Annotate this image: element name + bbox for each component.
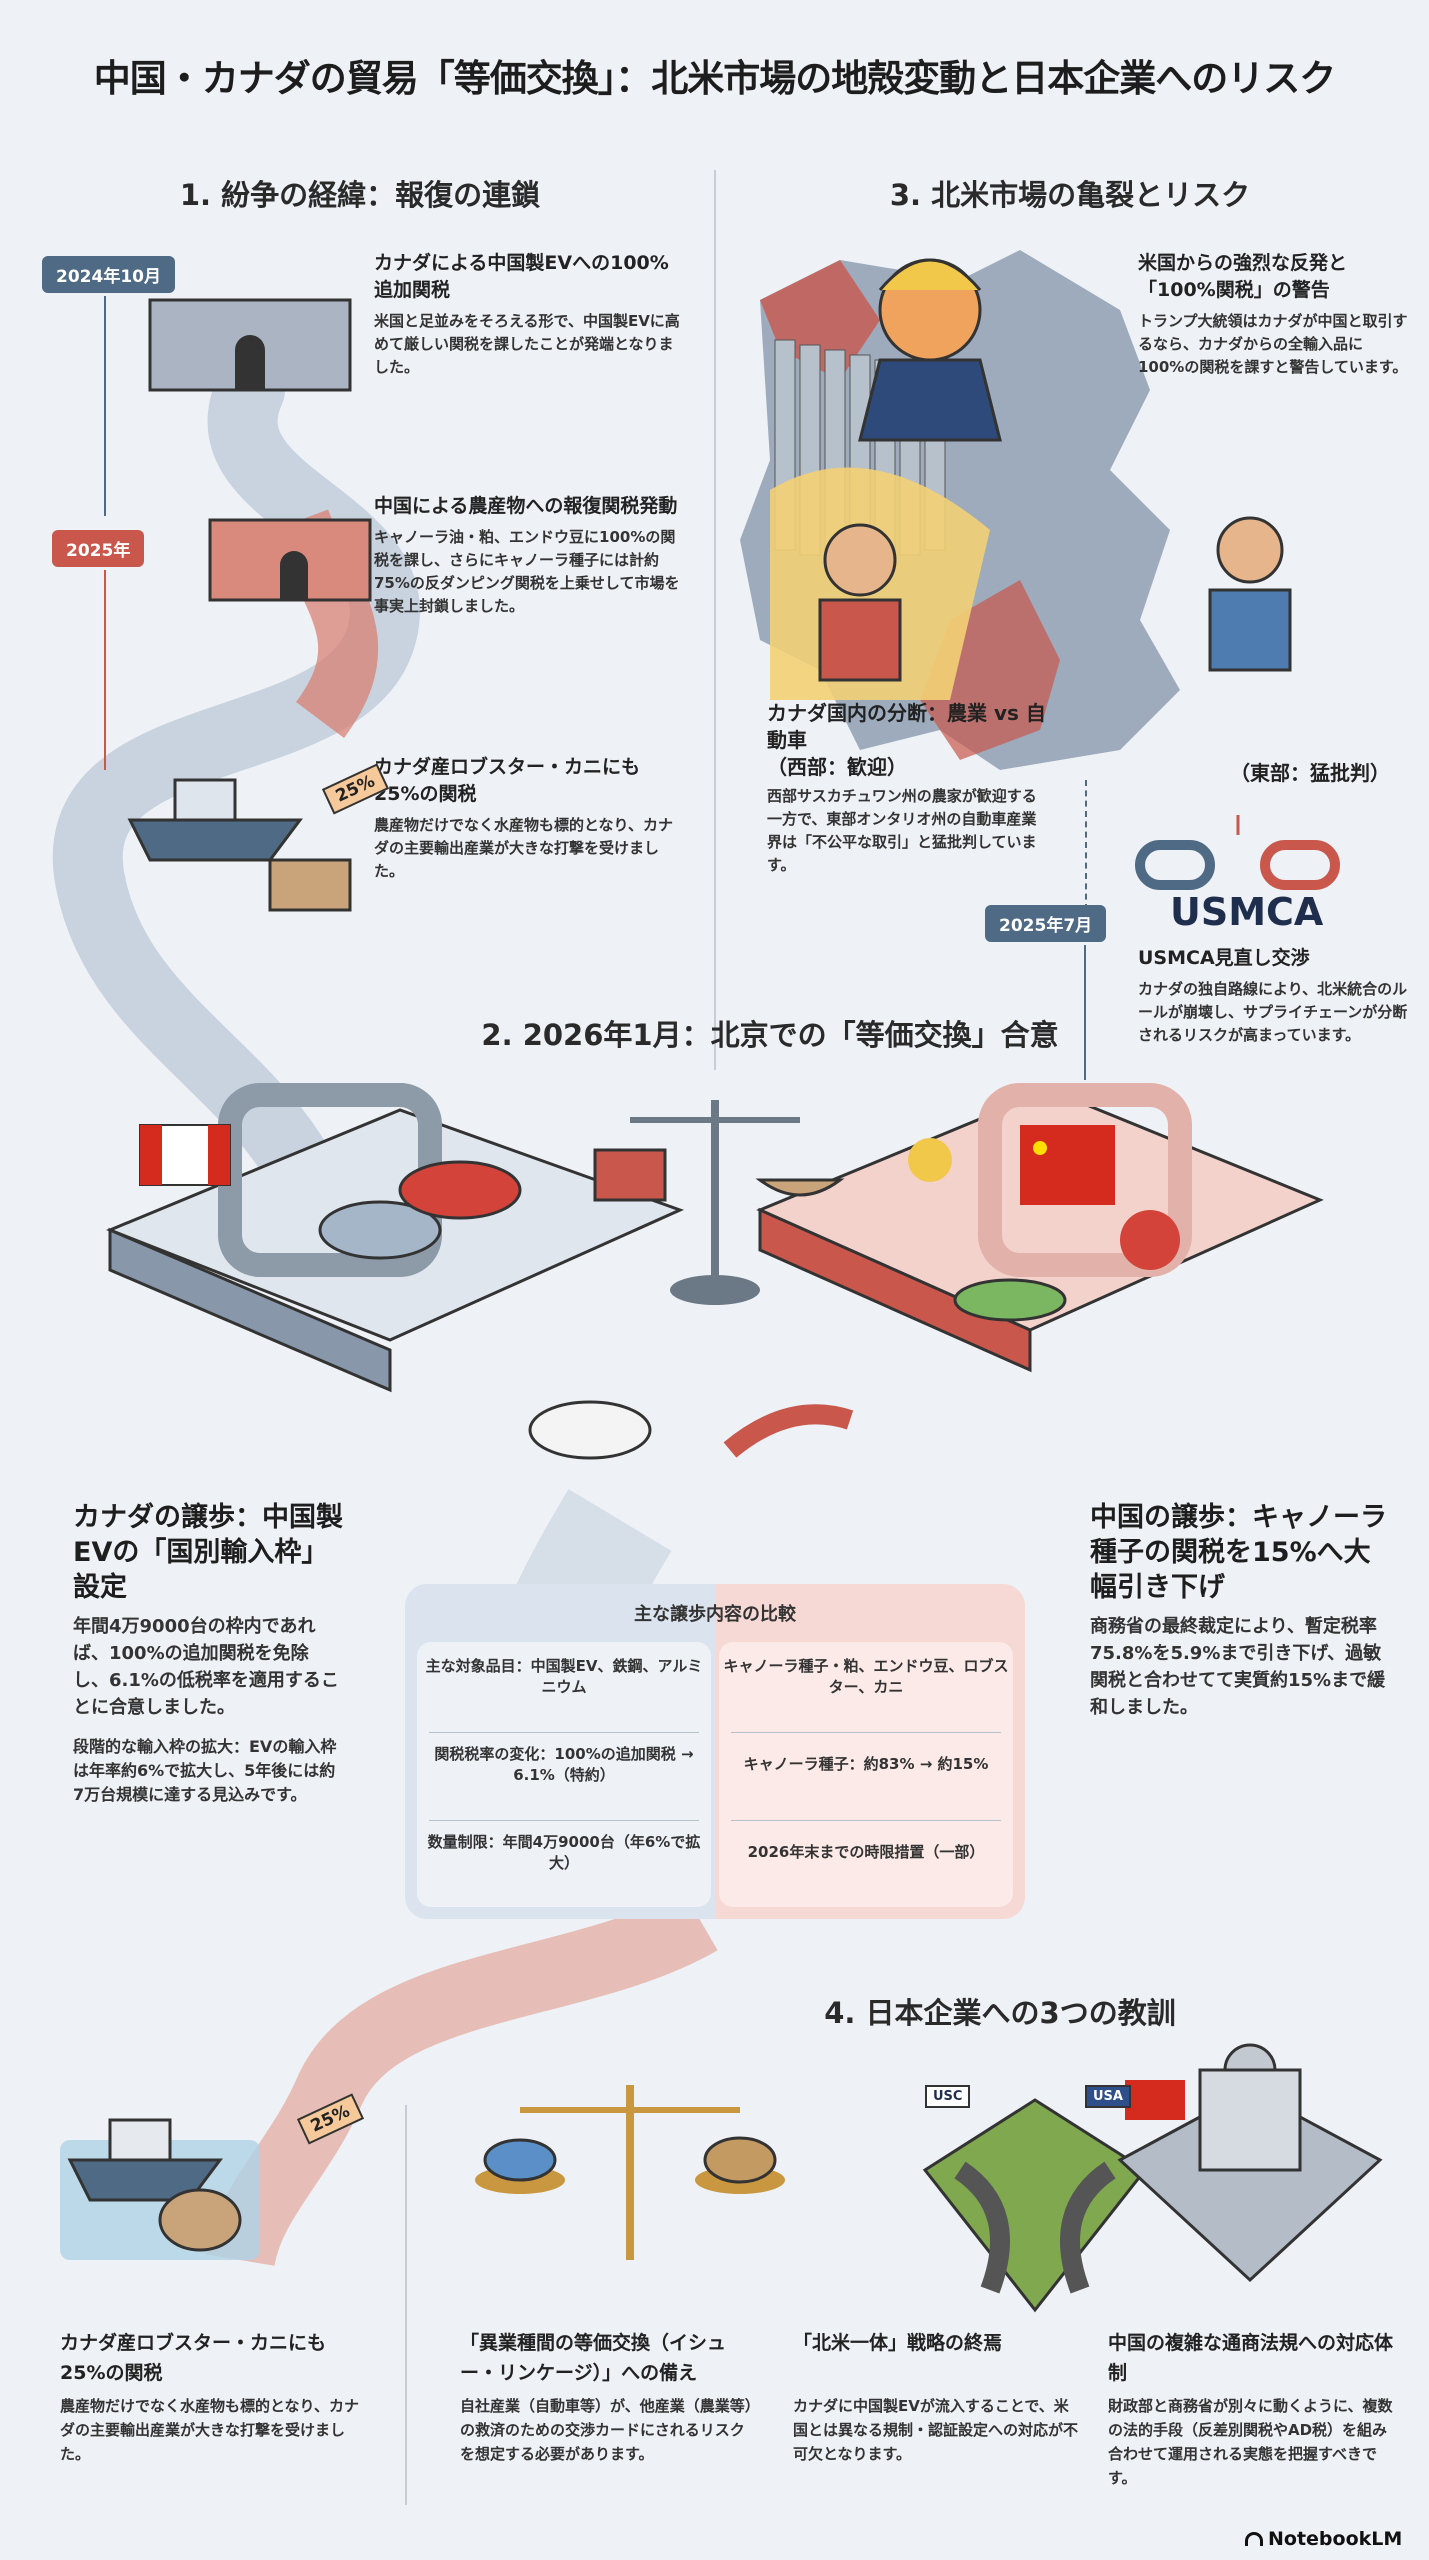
event-text: 農産物だけでなく水産物も標的となり、カナダの主要輸出産業が大きな打撃を受けました… xyxy=(374,816,673,880)
china-column: キャノーラ種子・粕、エンドウ豆、ロブスター、カニ キャノーラ種子：約83% → … xyxy=(719,1642,1013,1907)
timeline-dash xyxy=(1085,780,1087,910)
usmca-text: カナダの独自路線により、北米統合のルールが崩壊し、サプライチェーンが分断されるリ… xyxy=(1138,980,1408,1044)
section2-heading: 2. 2026年1月：北京での「等価交換」合意 xyxy=(481,1018,1059,1052)
lesson-heading: 中国の複雑な通商法規への対応体制 xyxy=(1108,2332,1394,2384)
column-divider xyxy=(714,170,716,1070)
china-concession-heading: 中国の譲歩：キャノーラ種子の関税を15%へ大幅引き下げ xyxy=(1090,1502,1387,1603)
event-ev-tariff: カナダによる中国製EVへの100%追加関税 米国と足並みをそろえる形で、中国製E… xyxy=(374,250,684,379)
lesson-north-america-strategy: 「北米一体」戦略の終焉 カナダに中国製EVが流入することで、米国とは異なる規制・… xyxy=(793,2328,1083,2466)
lesson-text: 自社産業（自動車等）が、他産業（農業等）の救済のための交渉カードにされるリスクを… xyxy=(460,2397,753,2463)
lesson-text: 財政部と商務省が別々に動くように、複数の法的手段（反差別関税やAD税）を組み合わ… xyxy=(1108,2397,1393,2487)
row-divider xyxy=(429,1820,699,1821)
event-heading: カナダによる中国製EVへの100%追加関税 xyxy=(374,252,669,301)
usmca-logo: USMCA xyxy=(1170,890,1324,934)
page-title: 中国・カナダの貿易「等価交換」：北米市場の地殻変動と日本企業へのリスク xyxy=(93,57,1337,100)
section1-heading: 1. 紛争の経緯：報復の連鎖 xyxy=(179,178,541,212)
canada-concession-heading: カナダの譲歩：中国製EVの「国別輸入枠」設定 xyxy=(73,1502,343,1603)
usmca-review: USMCA見直し交渉 カナダの独自路線により、北米統合のルールが崩壊し、サプライ… xyxy=(1138,945,1418,1047)
lesson-heading: 「異業種間の等価交換（イシュー・リンケージ）」への備え xyxy=(460,2332,727,2384)
usmca-heading: USMCA見直し交渉 xyxy=(1138,947,1310,969)
event-text: 米国と足並みをそろえる形で、中国製EVに高めて厳しい関税を課したことが発端となり… xyxy=(374,312,680,376)
canada-concession: カナダの譲歩：中国製EVの「国別輸入枠」設定 年間4万9000台の枠内であれば、… xyxy=(73,1500,343,1807)
seafood-recap: カナダ産ロブスター・カニにも25%の関税 農産物だけでなく水産物も標的となり、カ… xyxy=(60,2328,360,2466)
recap-text: 農産物だけでなく水産物も標的となり、カナダの主要輸出産業が大きな打撃を受けました… xyxy=(60,2397,359,2463)
column-divider xyxy=(405,2105,407,2505)
timeline-badge-2025-07: 2025年7月 xyxy=(985,905,1107,942)
split-heading: カナダ国内の分断：農業 vs 自動車 xyxy=(767,701,1046,752)
event-heading: 中国による農産物への報復関税発動 xyxy=(374,495,678,517)
west-label: （西部：歓迎） xyxy=(767,755,907,779)
canada-quota-text: 段階的な輸入枠の拡大：EVの輸入枠は年率約6%で拡大し、5年後には約7万台規模に… xyxy=(73,1737,337,1804)
table-cell: 2026年末までの時限措置（一部） xyxy=(747,1843,985,1861)
section3-heading: 3. 北米市場の亀裂とリスク xyxy=(889,178,1251,212)
canada-concession-text: 年間4万9000台の枠内であれば、100%の追加関税を免除し、6.1%の低税率を… xyxy=(73,1616,339,1718)
concession-comparison-table: 主な譲歩内容の比較 主な対象品目：中国製EV、鉄鋼、アルミニウム 関税税率の変化… xyxy=(405,1584,1025,1919)
row-divider xyxy=(429,1732,699,1733)
lesson-issue-linkage: 「異業種間の等価交換（イシュー・リンケージ）」への備え 自社産業（自動車等）が、… xyxy=(460,2328,755,2466)
event-heading: カナダ産ロブスター・カニにも25%の関税 xyxy=(374,756,641,805)
notebooklm-logo-icon xyxy=(1245,2532,1263,2546)
road-sign: USA xyxy=(1085,2085,1131,2108)
recap-heading: カナダ産ロブスター・カニにも25%の関税 xyxy=(60,2332,327,2384)
timeline-arrow xyxy=(1084,945,1086,1080)
canada-split: カナダ国内の分断：農業 vs 自動車 （西部：歓迎） 西部サスカチュワン州の農家… xyxy=(767,700,1047,877)
east-label: （東部：猛批判） xyxy=(1230,761,1390,785)
road-sign: USC xyxy=(925,2085,971,2108)
row-divider xyxy=(731,1820,1001,1821)
timeline-badge-2024-10: 2024年10月 xyxy=(42,256,175,293)
table-cell: 主な対象品目：中国製EV、鉄鋼、アルミニウム xyxy=(425,1657,703,1696)
brand-text: NotebookLM xyxy=(1268,2528,1403,2550)
event-agri-retaliation: 中国による農産物への報復関税発動 キャノーラ油・粕、エンドウ豆に100%の関税を… xyxy=(374,493,684,618)
canada-column: 主な対象品目：中国製EV、鉄鋼、アルミニウム 関税税率の変化：100%の追加関税… xyxy=(417,1642,711,1907)
us-warning-heading: 米国からの強烈な反発と「100%関税」の警告 xyxy=(1138,252,1348,301)
lesson-heading: 「北米一体」戦略の終焉 xyxy=(793,2332,1003,2354)
table-cell: 数量制限：年間4万9000台（年6%で拡大） xyxy=(427,1833,701,1872)
us-warning-text: トランプ大統領はカナダが中国と取引するなら、カナダからの全輸入品に100%の関税… xyxy=(1138,312,1408,376)
section4-heading: 4. 日本企業への3つの教訓 xyxy=(824,1996,1176,2030)
table-cell: 関税税率の変化：100%の追加関税 → 6.1%（特約） xyxy=(434,1745,694,1784)
notebooklm-brand: NotebookLM xyxy=(1245,2528,1402,2550)
split-text: 西部サスカチュワン州の農家が歓迎する一方で、東部オンタリオ州の自動車産業界は「不… xyxy=(767,787,1037,874)
china-concession-text: 商務省の最終裁定により、暫定税率75.8%を5.9%まで引き下げ、過敏関税と合わ… xyxy=(1090,1616,1386,1718)
timeline-arrow xyxy=(104,296,106,516)
table-cell: キャノーラ種子：約83% → 約15% xyxy=(743,1755,989,1773)
table-title: 主な譲歩内容の比較 xyxy=(634,1604,796,1625)
timeline-badge-2025: 2025年 xyxy=(52,530,145,567)
row-divider xyxy=(731,1732,1001,1733)
timeline-arrow xyxy=(104,570,106,770)
event-text: キャノーラ油・粕、エンドウ豆に100%の関税を課し、さらにキャノーラ種子には計約… xyxy=(374,528,680,615)
table-cell: キャノーラ種子・粕、エンドウ豆、ロブスター、カニ xyxy=(723,1657,1009,1696)
lesson-china-trade-law: 中国の複雑な通商法規への対応体制 財政部と商務省が別々に動くように、複数の法的手… xyxy=(1108,2328,1398,2490)
lesson-text: カナダに中国製EVが流入することで、米国とは異なる規制・認証設定への対応が不可欠… xyxy=(793,2397,1079,2463)
us-warning: 米国からの強烈な反発と「100%関税」の警告 トランプ大統領はカナダが中国と取引… xyxy=(1138,250,1408,379)
event-seafood-tariff: カナダ産ロブスター・カニにも25%の関税 農産物だけでなく水産物も標的となり、カ… xyxy=(374,754,684,883)
china-concession: 中国の譲歩：キャノーラ種子の関税を15%へ大幅引き下げ 商務省の最終裁定により、… xyxy=(1090,1500,1390,1721)
